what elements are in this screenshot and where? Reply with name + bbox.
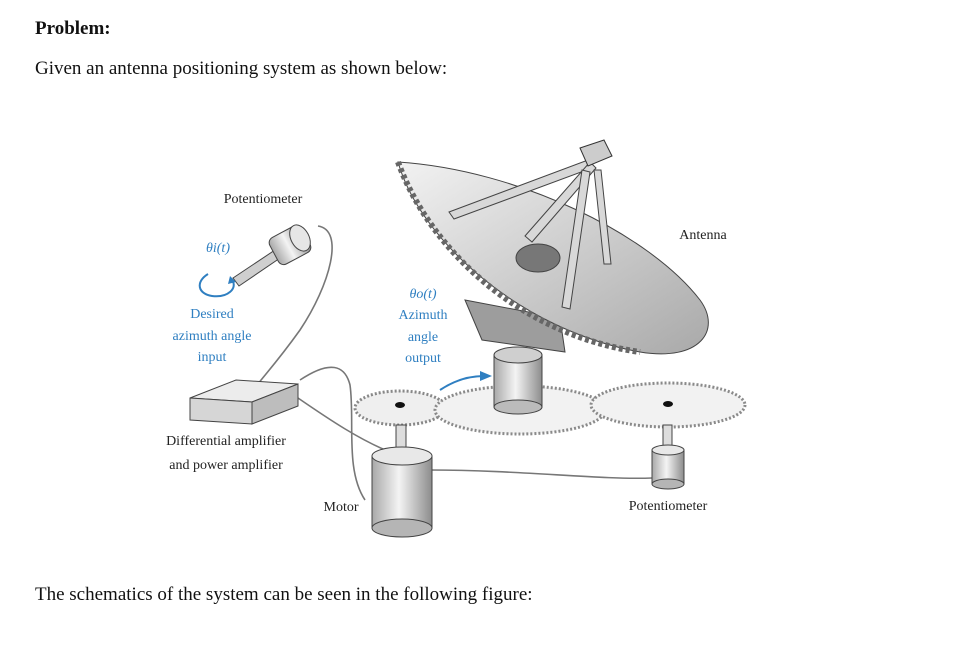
label-desired-1: Desired (190, 307, 234, 322)
label-theta-o: θo(t) (409, 287, 436, 302)
outro-text: The schematics of the system can be seen… (35, 584, 533, 605)
input-rotation-arrow (198, 273, 235, 298)
label-azimuth-1: Azimuth (399, 308, 448, 323)
problem-heading: Problem: (35, 18, 111, 39)
gears (353, 381, 747, 436)
wire-amp-to-motor (299, 366, 366, 501)
motor (371, 424, 433, 538)
label-azimuth-2: angle (408, 330, 438, 345)
wire-to-potentiometer (429, 469, 653, 480)
label-desired-2: azimuth angle (173, 329, 252, 344)
antenna-dish (395, 139, 709, 355)
label-antenna: Antenna (679, 228, 727, 243)
input-potentiometer (232, 224, 312, 287)
label-amplifier-1: Differential amplifier (166, 434, 286, 449)
label-potentiometer-bottom: Potentiometer (629, 499, 708, 514)
intro-text: Given an antenna positioning system as s… (35, 58, 448, 79)
label-potentiometer-top: Potentiometer (224, 192, 303, 207)
label-theta-i: θi(t) (206, 241, 230, 256)
antenna-pedestal (464, 299, 566, 415)
output-potentiometer (651, 424, 685, 490)
wires (254, 225, 653, 501)
amplifier-box (189, 379, 299, 425)
wire-pot-to-amp (254, 225, 333, 389)
wire-amp-branch (297, 397, 391, 453)
label-desired-3: input (198, 350, 227, 365)
label-azimuth-3: output (405, 351, 441, 366)
label-motor: Motor (324, 500, 359, 515)
input-arrow-head (228, 276, 236, 284)
output-arrow-head (480, 371, 492, 381)
label-amplifier-2: and power amplifier (169, 458, 283, 473)
output-rotation-arrow (439, 375, 485, 391)
